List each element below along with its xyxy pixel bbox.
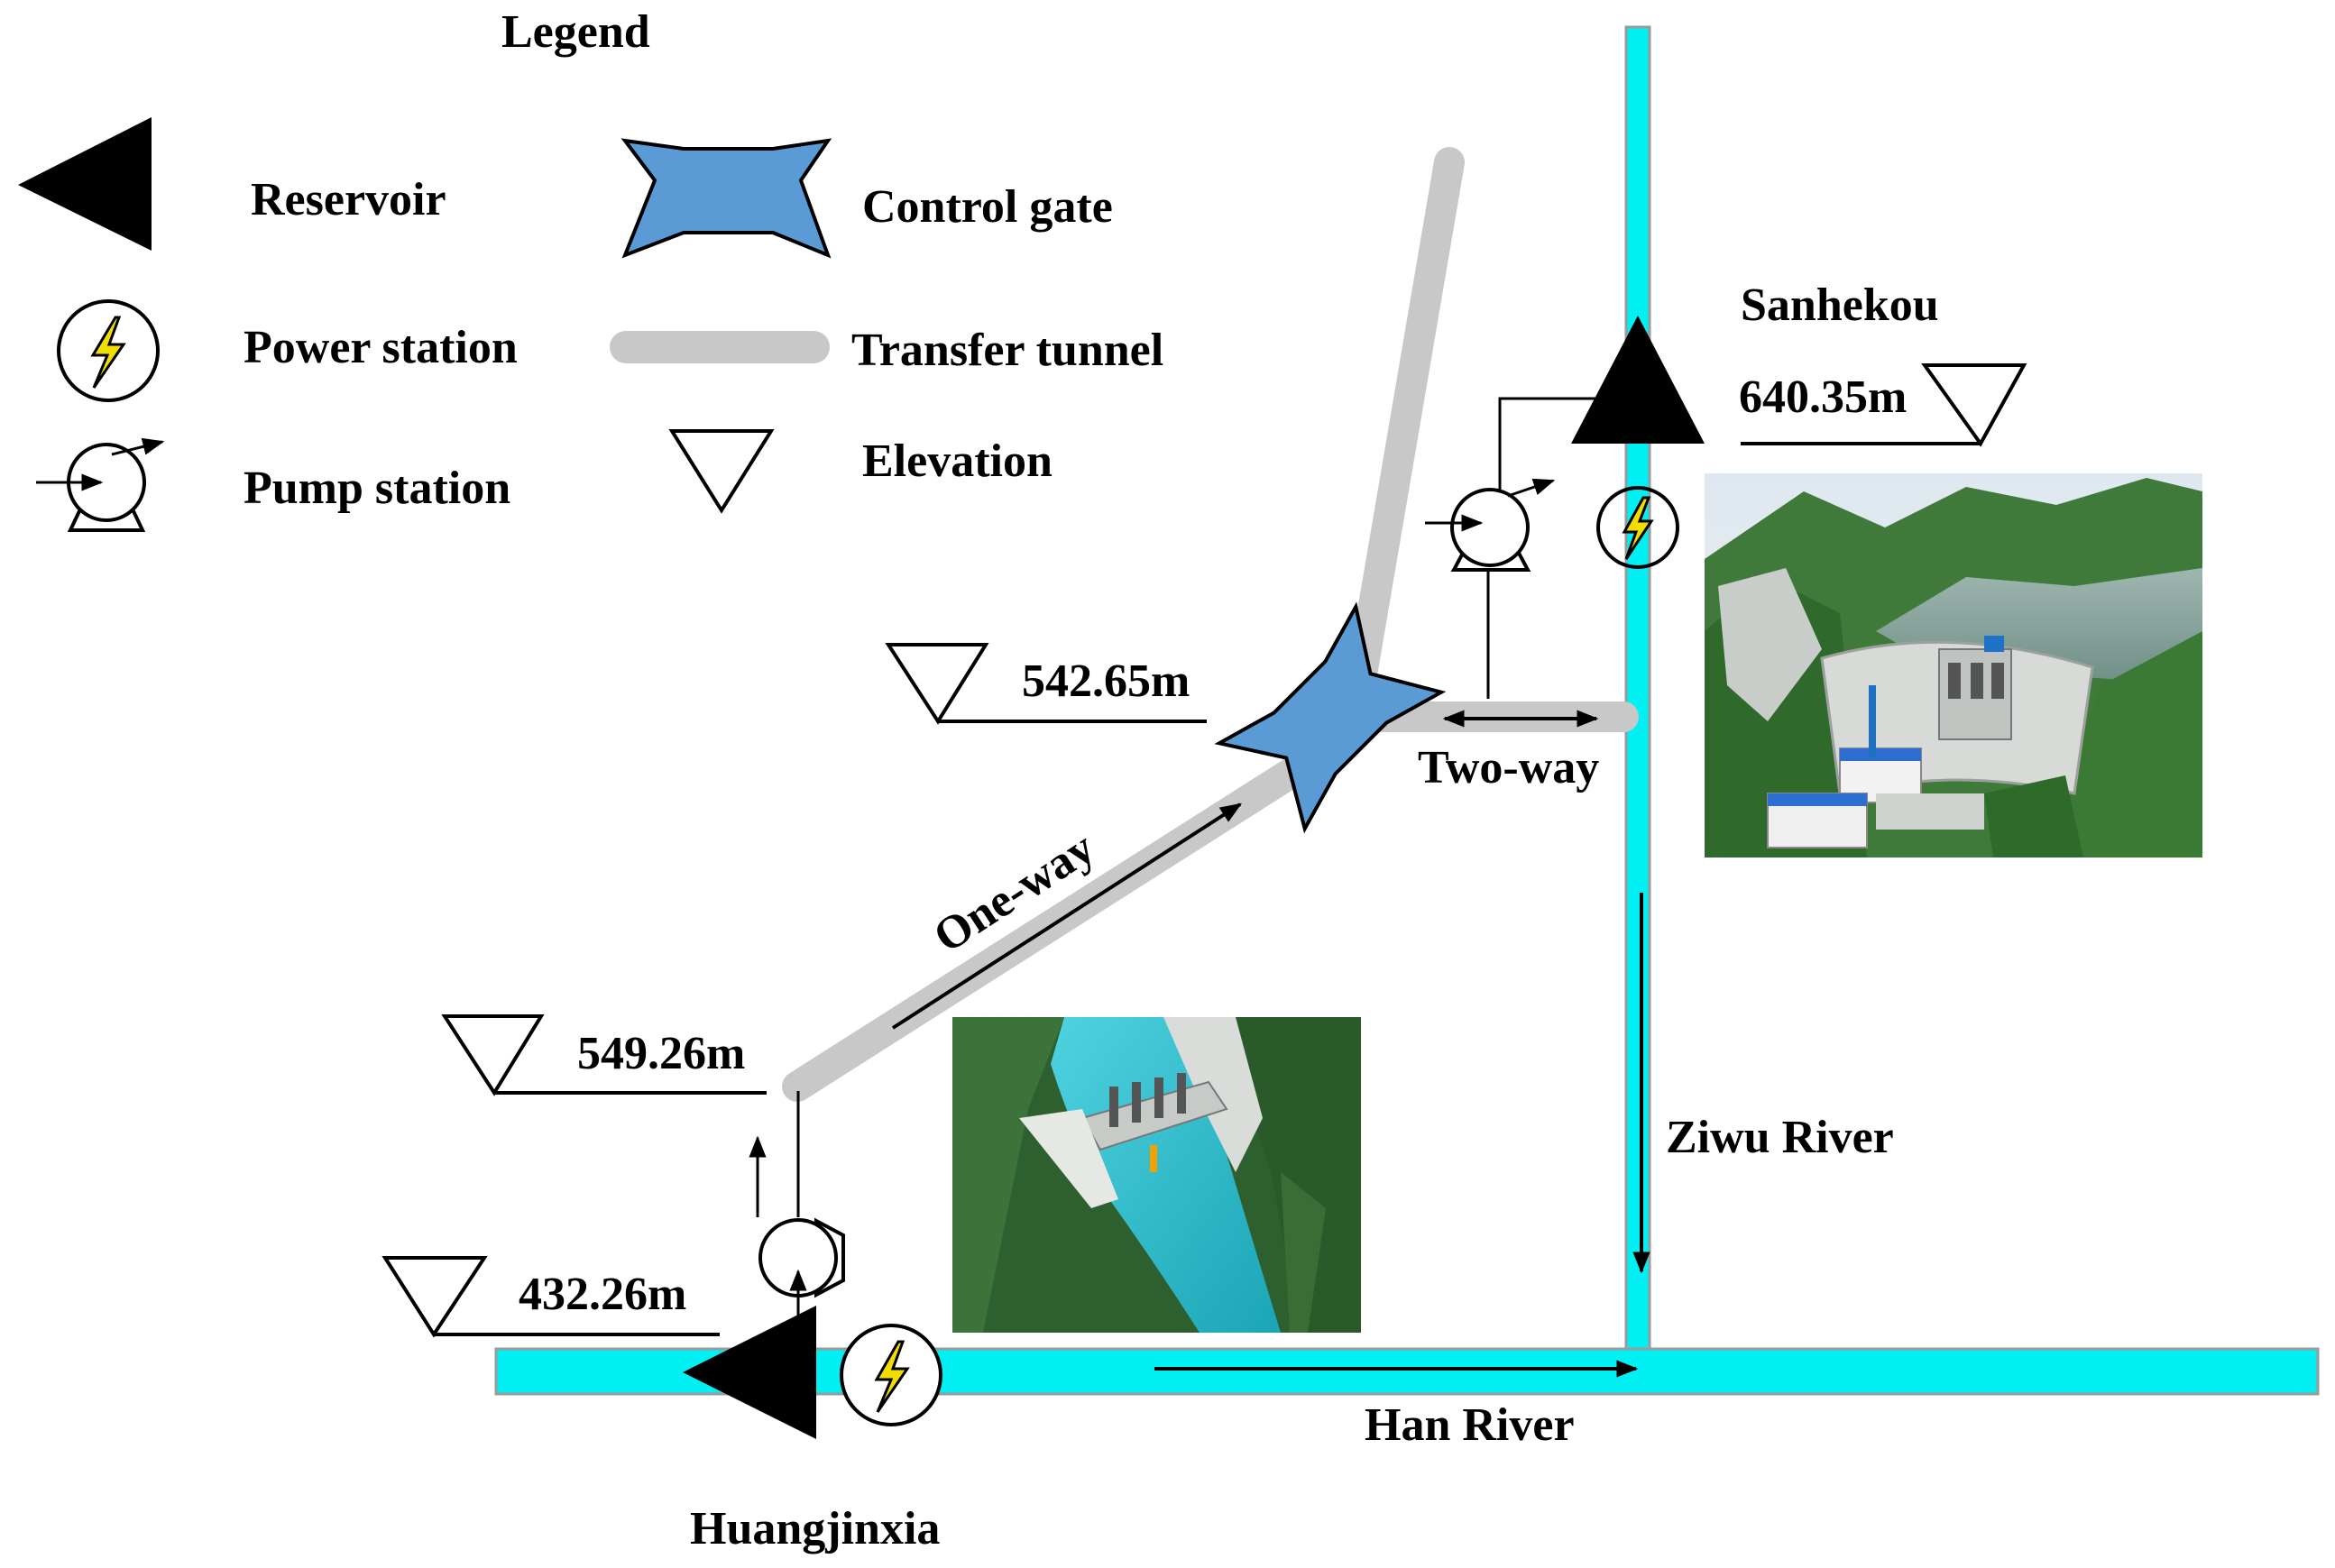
sanhekou-power-station-icon	[1596, 486, 1679, 569]
sanhekou-elevation-marker	[1741, 363, 2027, 447]
legend-elevation-icon	[668, 429, 775, 514]
han-river-label: Han River	[1365, 1399, 1575, 1451]
huangjinxia-pump-station-icon	[749, 1091, 845, 1334]
sanhekou-pump-station-icon	[1425, 397, 1605, 699]
legend-elevation-label: Elevation	[862, 436, 1053, 487]
legend-control-gate-icon	[621, 138, 832, 259]
ziwu-river	[1624, 25, 1651, 1354]
legend-power-station-label: Power station	[244, 322, 518, 373]
two-way-label: Two-way	[1418, 742, 1599, 793]
huangjinxia-elevation-marker	[382, 1256, 720, 1338]
ziwu-river-label: Ziwu River	[1666, 1112, 1894, 1163]
legend-reservoir-label: Reservoir	[251, 174, 446, 225]
sanhekou-reservoir-icon	[1571, 316, 1705, 444]
gate-elevation-marker	[885, 643, 1207, 725]
legend-title: Legend	[501, 6, 650, 58]
control-gate	[1214, 601, 1447, 834]
outlet-elevation-label: 549.26m	[577, 1028, 745, 1079]
sanhekou-dam-photo	[1705, 473, 2202, 857]
outlet-elevation-marker	[441, 1014, 767, 1096]
huangjinxia-dam-photo	[952, 1017, 1361, 1333]
one-way-arrow	[891, 802, 1243, 1030]
legend-reservoir-icon	[18, 117, 152, 251]
transfer-tunnel	[782, 147, 1639, 1102]
huangjinxia-elevation-label: 432.26m	[519, 1269, 686, 1320]
huangjinxia-power-station-icon	[840, 1324, 942, 1426]
sanhekou-elevation-label: 640.35m	[1739, 371, 1907, 423]
legend-pump-station-label: Pump station	[244, 463, 510, 514]
gate-elevation-label: 542.65m	[1022, 656, 1190, 707]
legend-transfer-tunnel-label: Transfer tunnel	[851, 325, 1163, 376]
legend-power-station-icon	[57, 299, 160, 402]
legend-control-gate-label: Control gate	[862, 181, 1113, 233]
huangjinxia-label: Huangjinxia	[690, 1503, 940, 1554]
sanhekou-label: Sanhekou	[1741, 280, 1939, 331]
huangjinxia-reservoir-icon	[683, 1306, 816, 1439]
legend: Legend Reservoir Control gate Power stat…	[18, 6, 1163, 532]
legend-pump-station-icon	[36, 437, 165, 532]
